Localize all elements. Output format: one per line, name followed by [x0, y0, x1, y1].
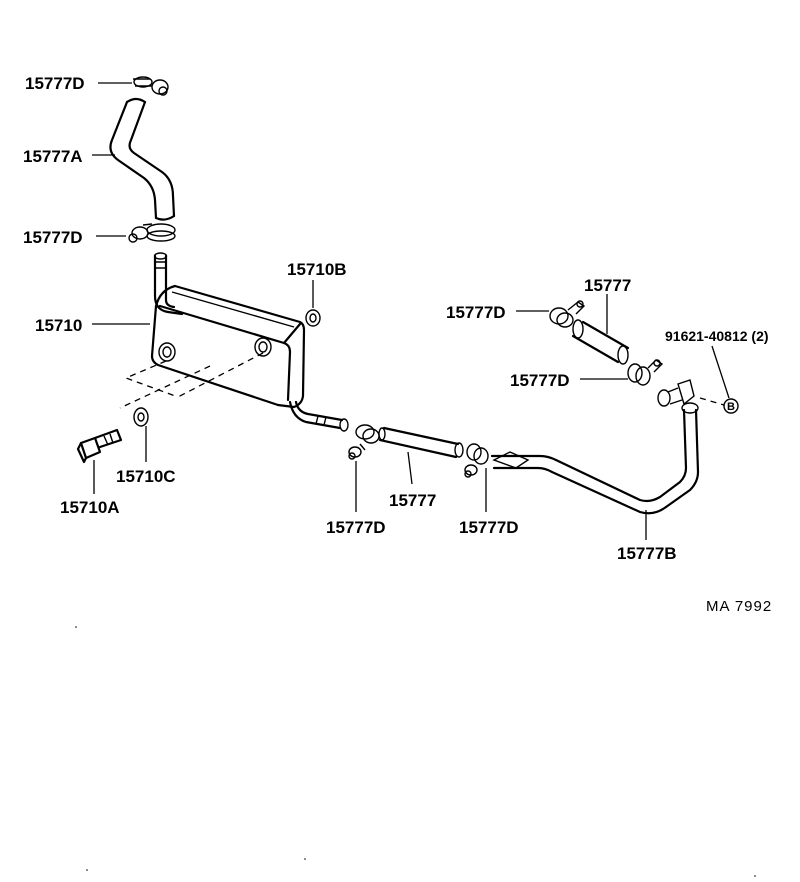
- mid-hose-part: [378, 426, 464, 459]
- label-right-lower-clamp: 15777D: [510, 371, 570, 390]
- gasket-c-part: [133, 407, 149, 427]
- right-top-clamp-part: [549, 300, 586, 328]
- drawing-code: MA 7992: [706, 598, 772, 615]
- label-mid-hose: 15777: [389, 491, 436, 510]
- label-pipe: 15777B: [617, 544, 677, 563]
- right-hose-part: [571, 319, 630, 365]
- label-gasket-c: 15710C: [116, 467, 176, 486]
- right-lower-clamp-part: [627, 359, 664, 386]
- label-cooler: 15710: [35, 316, 82, 335]
- mid-right-clamp-part: [464, 443, 489, 478]
- label-top-hose: 15777A: [23, 147, 83, 166]
- ref-dash-line: [699, 397, 725, 406]
- ref-letter: B: [727, 401, 735, 413]
- mount-dash-lines: [119, 352, 264, 409]
- top-hose-part: [109, 97, 176, 221]
- label-gasket-b: 15710B: [287, 260, 347, 279]
- top-clamp-part: [133, 76, 169, 96]
- ref-circle-b: B: [723, 398, 739, 414]
- oil-cooler-part: [150, 252, 349, 432]
- label-bolt: 15710A: [60, 498, 120, 517]
- label-upper-clamp: 15777D: [23, 228, 83, 247]
- label-right-hose: 15777: [584, 276, 631, 295]
- union-bolt-part: [76, 428, 123, 464]
- leader-mid-hose: [407, 451, 413, 485]
- label-mid-right-clamp: 15777D: [459, 518, 519, 537]
- speck: [304, 858, 306, 860]
- speck: [86, 869, 88, 871]
- mid-left-clamp-part: [348, 424, 380, 460]
- label-mid-left-clamp: 15777D: [326, 518, 386, 537]
- upper-clamp-part: [128, 223, 176, 243]
- speck: [754, 875, 756, 877]
- pipe-part: [490, 379, 700, 515]
- leader-bolt-ref: [711, 345, 730, 399]
- label-top-clamp: 15777D: [25, 74, 85, 93]
- gasket-b-part: [305, 309, 321, 327]
- speck: [75, 626, 77, 628]
- label-right-top-clamp: 15777D: [446, 303, 506, 322]
- label-bolt-ref: 91621-40812 (2): [665, 328, 769, 344]
